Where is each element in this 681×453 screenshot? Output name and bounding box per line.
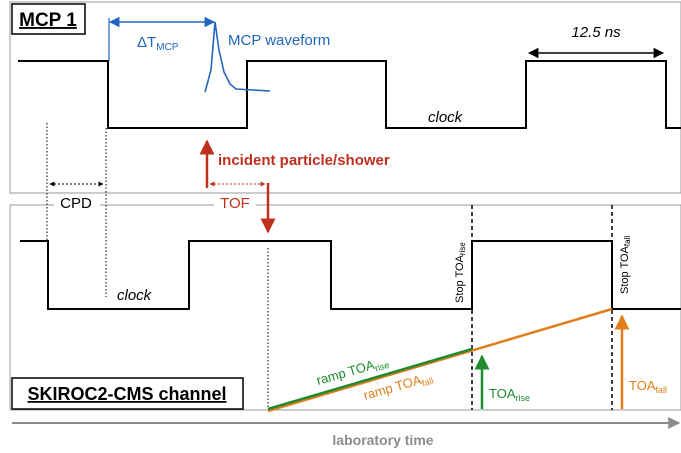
clock-label-bottom: clock bbox=[117, 287, 153, 304]
bottom-clock-waveform bbox=[20, 240, 681, 310]
cpd-label-bg bbox=[54, 194, 100, 212]
tof-label-bg bbox=[214, 194, 256, 212]
tof-label: TOF bbox=[220, 195, 250, 212]
toa-fall-label: TOAfall bbox=[629, 378, 667, 395]
incident-label: incident particle/shower bbox=[218, 152, 390, 169]
ramp-rise-line bbox=[267, 347, 473, 411]
top-panel-frame bbox=[9, 1, 681, 194]
lab-time-label: laboratory time bbox=[332, 432, 433, 448]
toa-rise-label: TOArise bbox=[489, 386, 530, 403]
stop-rise-label: Stop TOArise bbox=[454, 242, 467, 303]
mcp-waveform-label: MCP waveform bbox=[228, 32, 330, 49]
bottom-title: SKIROC2-CMS channel bbox=[27, 384, 226, 404]
cpd-label: CPD bbox=[60, 195, 92, 212]
stop-fall-label: Stop TOAfall bbox=[619, 236, 632, 294]
mcp-waveform-trace bbox=[204, 21, 271, 93]
top-title-box bbox=[11, 3, 86, 35]
bottom-panel-frame bbox=[9, 204, 681, 411]
clock-label-top: clock bbox=[428, 109, 464, 126]
bottom-title-box bbox=[11, 377, 244, 410]
top-clock-waveform bbox=[18, 60, 681, 129]
period-label: 12.5 ns bbox=[571, 24, 621, 41]
top-title: MCP 1 bbox=[19, 10, 77, 31]
ramp-fall-label: ramp TOAfall bbox=[362, 369, 435, 405]
ramp-fall-line bbox=[267, 307, 613, 413]
delta-t-label: ΔTMCP bbox=[137, 34, 179, 53]
